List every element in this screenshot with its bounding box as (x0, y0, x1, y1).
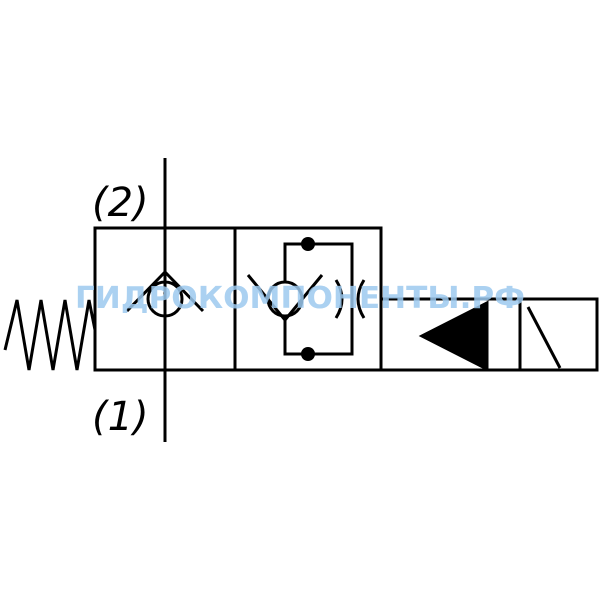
port-label-bottom: (1) (92, 394, 149, 440)
junction-dot-bottom (301, 347, 315, 361)
bypass-loop (283, 242, 354, 356)
solenoid-actuator (518, 297, 599, 372)
spring-symbol (3, 299, 97, 371)
orifice-symbol (334, 279, 366, 319)
port-label-top: (2) (92, 180, 149, 226)
junction-dot-top (301, 237, 315, 251)
watermark-text: ГИДРОКОМПОНЕНТЫ.РФ (75, 281, 525, 316)
pilot-triangle (418, 300, 489, 372)
check-valve-left (125, 269, 205, 318)
